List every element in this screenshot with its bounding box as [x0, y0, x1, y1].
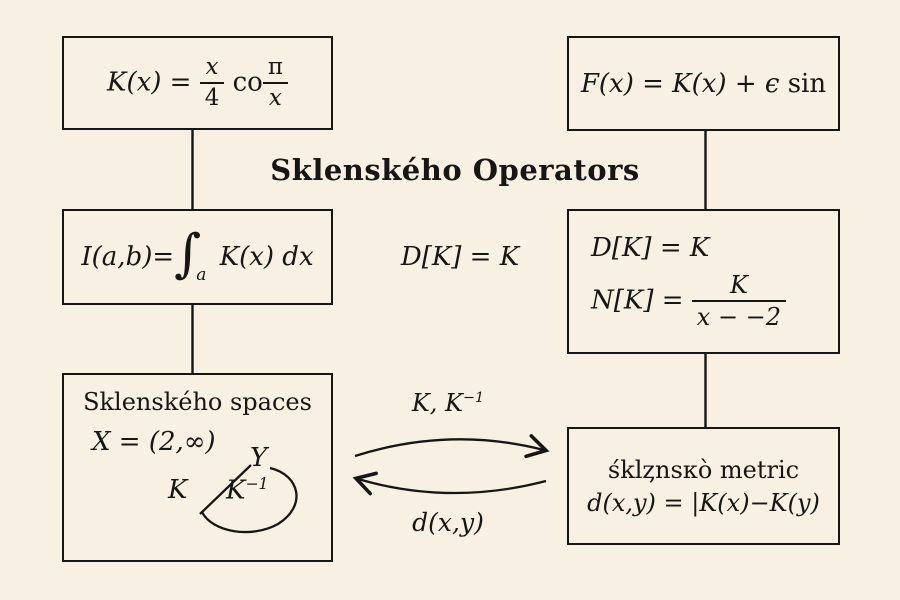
arrow-forward — [354, 434, 550, 459]
arrow-backward-label: d(x,y) — [412, 508, 484, 537]
integrand: K(x) dx — [219, 242, 314, 272]
box-f-definition: F(x) = K(x) + ϵ sin — [567, 36, 840, 131]
spaces-set-definition: X = (2,∞) — [92, 427, 216, 457]
spaces-map-arc — [200, 466, 298, 534]
k-def-operator: co — [232, 67, 263, 97]
f-definition-formula: F(x) = K(x) + ϵ sin — [580, 68, 827, 99]
box-integral: I(a,b)=∫a K(x) dx — [62, 209, 333, 305]
integral-lhs: I(a,b)= — [81, 242, 175, 272]
n-operator-lhs: N[K] = — [591, 285, 684, 315]
operator-identity-line1: D[K] = K — [591, 232, 710, 263]
integral-sign: ∫ — [174, 224, 202, 284]
spaces-label-k: K — [168, 475, 188, 505]
integral-formula: I(a,b)=∫a K(x) dx — [81, 228, 314, 285]
arrow-forward-label: K, K−1 — [411, 389, 485, 417]
spaces-heading: Sklenského spaces — [83, 388, 312, 416]
metric-formula: d(x,y) = |K(x)−K(y) — [587, 488, 820, 517]
f-def-trailing-function: sin — [787, 68, 827, 99]
k-def-lhs: K(x) = — [107, 67, 192, 97]
page-title: Sklenského Operators — [270, 153, 640, 187]
integral-lower-limit: a — [196, 265, 207, 285]
metric-heading: śklȥnsᴋò metric — [607, 455, 800, 484]
box-metric: śklȥnsᴋò metric d(x,y) = |K(x)−K(y) — [567, 427, 840, 545]
spaces-label-y: Y — [250, 443, 268, 473]
spaces-label-k-inverse: K−1 — [226, 475, 269, 506]
arrow-backward — [352, 471, 547, 496]
box-spaces: Sklenského spaces X = (2,∞) Y K K−1 — [62, 373, 333, 562]
center-formula: D[K] = K — [400, 242, 520, 272]
integral-sign-group: ∫a — [174, 228, 211, 285]
spaces-map-line — [199, 464, 252, 515]
